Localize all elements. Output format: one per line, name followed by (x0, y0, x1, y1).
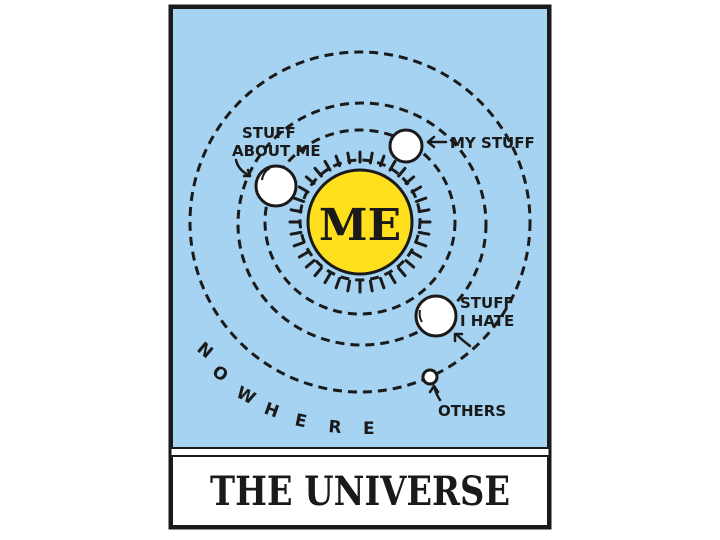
sun-ray (323, 272, 332, 285)
nowhere-letter: R (328, 417, 343, 438)
sun-ray (297, 185, 310, 194)
sun-ray (417, 230, 431, 236)
label-stuff-about-me-line2: ABOUT ME (232, 142, 321, 160)
sun-ray (289, 230, 303, 236)
nowhere-letter: H (261, 399, 281, 423)
diagram-title: THE UNIVERSE (210, 468, 510, 515)
sun-ray (410, 250, 423, 259)
label-stuff-about-me-line1: STUFF (242, 124, 296, 142)
label-others: OTHERS (438, 402, 506, 420)
sun-ray (379, 276, 386, 290)
orbit-inner (298, 158, 422, 282)
planet-stuff-about-me (254, 164, 298, 208)
sun-ray (388, 272, 397, 285)
label-stuff-i-hate-line2: I HATE (460, 312, 514, 330)
sun-ray (313, 266, 323, 278)
sun-ray (414, 196, 428, 203)
sun-ray (397, 266, 407, 278)
sun-ray (289, 208, 303, 214)
sun-ray (313, 166, 323, 178)
center-label: ME (319, 200, 401, 251)
sun-ray (379, 154, 386, 168)
planet-others (421, 368, 439, 386)
sun-ray (304, 259, 316, 269)
orbit-outer (188, 50, 532, 394)
sun-ray (323, 159, 332, 172)
arrow-others (428, 384, 442, 402)
orbit-third (236, 101, 488, 347)
sun-ray (410, 185, 423, 194)
sun-ray (334, 276, 341, 290)
sun-ray (404, 175, 416, 185)
label-my-stuff: MY STUFF (450, 134, 535, 152)
sun-ray (388, 159, 397, 172)
sun-ray (404, 259, 416, 269)
sun-ray (292, 196, 306, 203)
planet-my-stuff (388, 128, 424, 164)
sun-ray (334, 154, 341, 168)
nowhere-letter: E (293, 410, 309, 432)
sun-ray (346, 151, 352, 165)
sun-ray (368, 279, 374, 293)
nowhere-letter: E (363, 419, 375, 439)
sun-ray (346, 279, 352, 293)
arrow-stuff-i-hate (453, 332, 472, 348)
sun-ray (368, 151, 374, 165)
sun-ray (417, 208, 431, 214)
sun-ray (304, 175, 316, 185)
planet-stuff-i-hate (414, 294, 458, 338)
sun-rays (288, 150, 432, 294)
orbit-second (263, 128, 457, 316)
sun (306, 168, 414, 276)
arrow-stuff-about-me (234, 158, 252, 178)
sun-ray (292, 241, 306, 248)
sun-ray (397, 166, 407, 178)
label-stuff-i-hate-line1: STUFF (460, 294, 514, 312)
arrow-my-stuff (426, 135, 448, 149)
sun-ray (297, 250, 310, 259)
sun-ray (414, 241, 428, 248)
title-panel (171, 455, 549, 527)
